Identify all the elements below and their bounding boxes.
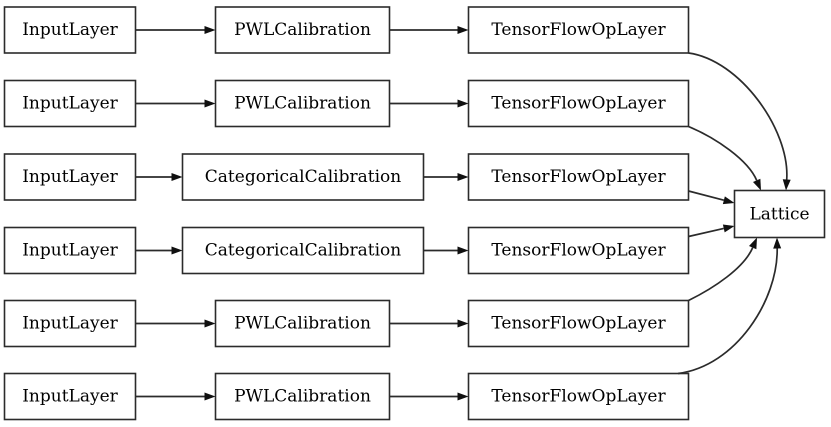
node-input-6-box — [3, 372, 137, 421]
node-op-2-box — [467, 79, 690, 128]
edge-op-1-to-lattice-arrowhead — [782, 179, 791, 191]
node-op-2[interactable]: TensorFlowOpLayer — [467, 79, 690, 128]
node-calibration-6[interactable]: PWLCalibration — [214, 372, 391, 421]
node-calibration-4-box — [181, 226, 425, 275]
node-input-4-label: InputLayer — [22, 241, 118, 261]
node-calibration-4[interactable]: CategoricalCalibration — [181, 226, 425, 275]
edge-input-to-calibration-3-arrowhead — [171, 173, 183, 181]
node-calibration-6-label: PWLCalibration — [234, 387, 371, 407]
edge-op-6-to-lattice-arrowhead — [773, 237, 782, 249]
node-calibration-6-box — [214, 372, 391, 421]
edge-op-2-to-lattice — [688, 125, 761, 191]
node-calibration-2-label: PWLCalibration — [234, 94, 371, 114]
edge-input-to-calibration-2 — [135, 99, 216, 108]
node-input-5-box — [3, 299, 137, 348]
edge-calibration-to-op-3-arrowhead — [457, 173, 469, 181]
edge-input-to-calibration-3 — [135, 173, 183, 181]
node-op-3-box — [467, 153, 690, 201]
edge-op-3-to-lattice-arrowhead — [722, 196, 735, 205]
node-op-4-label: TensorFlowOpLayer — [491, 241, 666, 261]
node-input-6-label: InputLayer — [22, 387, 118, 407]
edge-calibration-to-op-1 — [389, 26, 469, 34]
node-op-3[interactable]: TensorFlowOpLayer — [467, 153, 690, 201]
node-input-6[interactable]: InputLayer — [3, 372, 137, 421]
edge-op-1-to-lattice-line — [688, 52, 788, 180]
node-calibration-2[interactable]: PWLCalibration — [214, 79, 391, 128]
node-lattice-label: Lattice — [749, 205, 809, 225]
node-op-6[interactable]: TensorFlowOpLayer — [467, 372, 690, 421]
node-op-5[interactable]: TensorFlowOpLayer — [467, 299, 690, 348]
node-op-2-label: TensorFlowOpLayer — [491, 94, 666, 114]
edge-input-to-calibration-4-arrowhead — [171, 246, 183, 255]
edge-calibration-to-op-4-arrowhead — [457, 246, 469, 255]
node-op-6-label: TensorFlowOpLayer — [491, 387, 666, 407]
node-input-2-label: InputLayer — [22, 94, 118, 114]
edge-calibration-to-op-2 — [389, 99, 469, 108]
edge-op-2-to-lattice-arrowhead — [753, 178, 761, 191]
edge-calibration-to-op-6 — [389, 392, 469, 401]
edge-calibration-to-op-2-arrowhead — [457, 99, 469, 108]
node-lattice[interactable]: Lattice — [733, 189, 826, 239]
node-calibration-3-label: CategoricalCalibration — [205, 167, 401, 187]
node-input-1-label: InputLayer — [22, 20, 118, 40]
row-edge-group — [135, 26, 469, 401]
node-op-3-label: TensorFlowOpLayer — [491, 167, 666, 187]
edge-op-6-to-lattice-line — [677, 248, 779, 375]
edge-calibration-to-op-6-arrowhead — [457, 392, 469, 401]
edge-input-to-calibration-6 — [135, 392, 216, 401]
sink-edge-group — [677, 52, 791, 375]
node-input-5[interactable]: InputLayer — [3, 299, 137, 348]
node-calibration-1[interactable]: PWLCalibration — [214, 6, 391, 54]
node-calibration-5-label: PWLCalibration — [234, 314, 371, 334]
edge-op-1-to-lattice — [688, 52, 791, 191]
edge-op-4-to-lattice-arrowhead — [722, 224, 735, 233]
edge-op-3-to-lattice-line — [688, 190, 725, 202]
input-node-group: InputLayerInputLayerInputLayerInputLayer… — [3, 6, 137, 421]
edge-op-3-to-lattice — [688, 190, 735, 205]
edge-input-to-calibration-6-arrowhead — [204, 392, 216, 401]
edge-op-4-to-lattice-line — [688, 227, 724, 238]
node-calibration-1-box — [214, 6, 391, 54]
node-calibration-3[interactable]: CategoricalCalibration — [181, 153, 425, 201]
node-input-2[interactable]: InputLayer — [3, 79, 137, 128]
node-op-1-label: TensorFlowOpLayer — [491, 20, 666, 40]
edge-op-5-to-lattice-arrowhead — [749, 237, 757, 250]
node-input-1[interactable]: InputLayer — [3, 6, 137, 54]
node-calibration-1-label: PWLCalibration — [234, 20, 371, 40]
edge-op-2-to-lattice-line — [688, 125, 758, 181]
calibration-node-group: PWLCalibrationPWLCalibrationCategoricalC… — [181, 6, 425, 421]
edge-op-4-to-lattice — [688, 224, 735, 238]
node-input-3[interactable]: InputLayer — [3, 153, 137, 201]
node-op-5-label: TensorFlowOpLayer — [491, 314, 666, 334]
edge-input-to-calibration-1-arrowhead — [204, 26, 216, 34]
edge-input-to-calibration-4 — [135, 246, 183, 255]
node-op-4[interactable]: TensorFlowOpLayer — [467, 226, 690, 275]
edge-calibration-to-op-1-arrowhead — [457, 26, 469, 34]
edge-input-to-calibration-5-arrowhead — [204, 319, 216, 328]
edge-op-6-to-lattice — [677, 237, 782, 375]
edge-op-5-to-lattice-line — [688, 247, 754, 302]
node-op-1[interactable]: TensorFlowOpLayer — [467, 6, 690, 54]
edge-input-to-calibration-1 — [135, 26, 216, 34]
edge-calibration-to-op-5 — [389, 319, 469, 328]
node-input-3-box — [3, 153, 137, 201]
op-node-group: TensorFlowOpLayerTensorFlowOpLayerTensor… — [467, 6, 690, 421]
edge-op-5-to-lattice — [688, 237, 757, 302]
edge-calibration-to-op-5-arrowhead — [457, 319, 469, 328]
edge-input-to-calibration-5 — [135, 319, 216, 328]
node-op-1-box — [467, 6, 690, 54]
node-input-5-label: InputLayer — [22, 314, 118, 334]
edge-calibration-to-op-3 — [423, 173, 469, 181]
node-input-3-label: InputLayer — [22, 167, 118, 187]
node-input-2-box — [3, 79, 137, 128]
edge-input-to-calibration-2-arrowhead — [204, 99, 216, 108]
node-input-1-box — [3, 6, 137, 54]
node-lattice-box — [733, 189, 826, 239]
edge-calibration-to-op-4 — [423, 246, 469, 255]
node-calibration-4-label: CategoricalCalibration — [205, 241, 401, 261]
node-input-4[interactable]: InputLayer — [3, 226, 137, 275]
node-calibration-5[interactable]: PWLCalibration — [214, 299, 391, 348]
